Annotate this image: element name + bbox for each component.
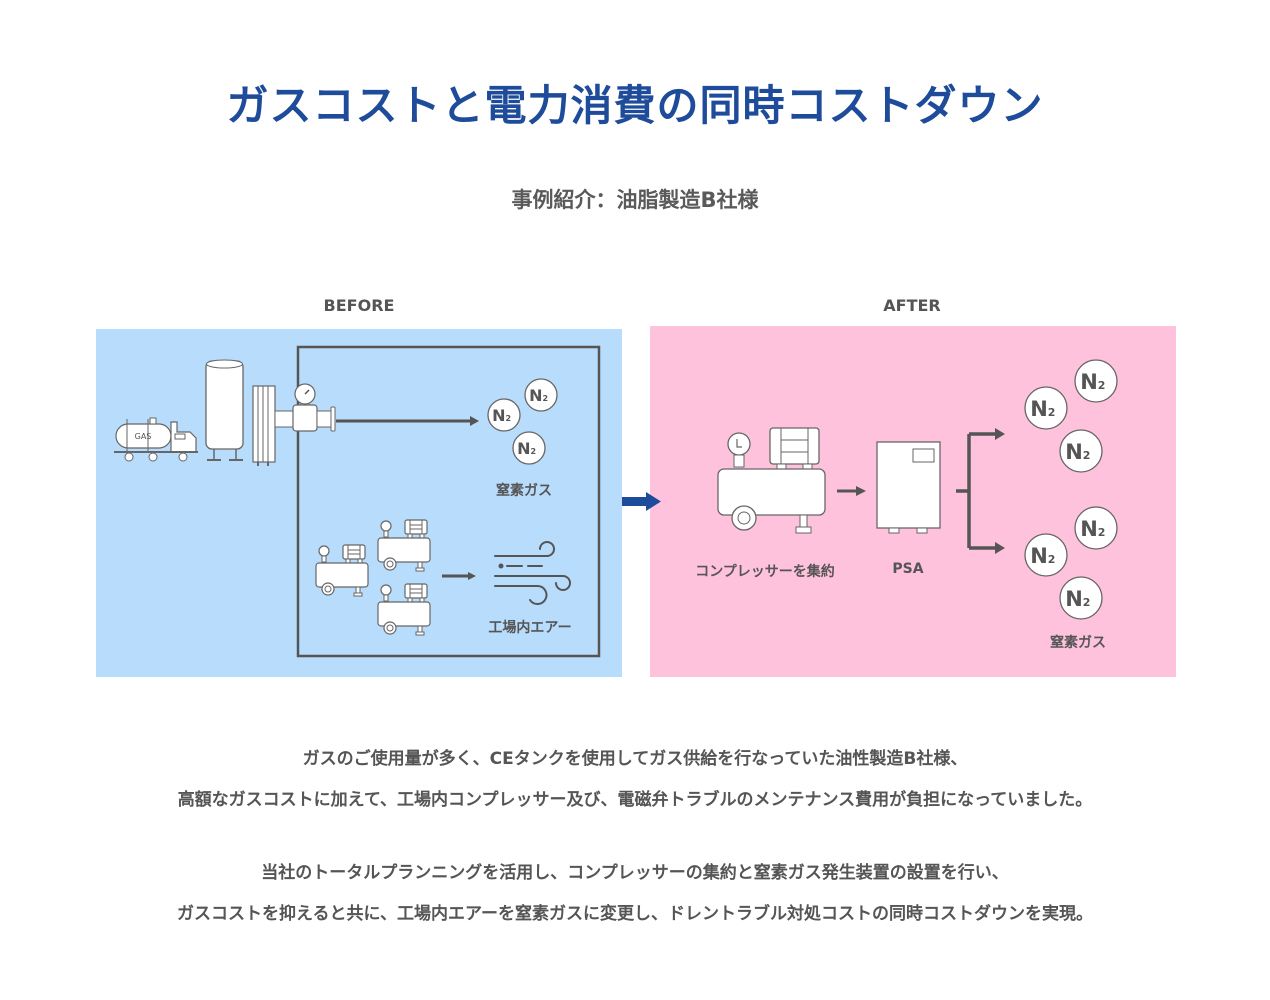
description-p2-line2: ガスコストを抑えると共に、工場内エアーを窒素ガスに変更し、ドレントラブル対処コス… [177, 904, 1093, 924]
branch-arrows [956, 432, 996, 550]
molecule-symbol: N2 [1030, 544, 1055, 568]
truck-label: GAS [135, 432, 152, 441]
molecule-symbol: N2 [1080, 370, 1105, 394]
nitrogen-molecule-icon: N2 [1024, 386, 1068, 430]
nitrogen-molecule-icon: N2 [1074, 359, 1118, 403]
nitrogen-gas-caption-after: 窒素ガス [1050, 635, 1106, 651]
nitrogen-molecule-icon: N2 [524, 378, 558, 412]
before-to-after-arrow [622, 492, 661, 511]
nitrogen-molecule-icon: N2 [1074, 506, 1118, 550]
nitrogen-molecule-icon: N2 [1059, 576, 1103, 620]
before-system-frame [296, 345, 601, 658]
gas-truck-icon [114, 417, 198, 462]
case-study-subtitle: 事例紹介：油脂製造B社様 [511, 188, 759, 212]
factory-air-caption: 工場内エアー [488, 620, 572, 636]
compressor-consolidation-caption: コンプレッサーを集約 [695, 564, 835, 580]
vaporizer-icon [252, 385, 276, 466]
nitrogen-molecule-icon: N2 [1059, 429, 1103, 473]
description-p1-line1: ガスのご使用量が多く、CEタンクを使用してガス供給を行なっていた油性製造B社様、 [302, 749, 968, 769]
nitrogen-molecule-icon: N2 [1024, 533, 1068, 577]
air-wind-icon [494, 541, 571, 605]
before-label: BEFORE [323, 296, 395, 315]
nitrogen-molecule-icon: N2 [487, 398, 521, 432]
nitrogen-molecule-icon: N2 [512, 431, 546, 465]
storage-tank-icon [205, 359, 244, 461]
description-p2-line1: 当社のトータルプランニングを活用し、コンプレッサーの集約と窒素ガス発生装置の設置… [261, 863, 1009, 883]
pressure-gauge-valve-icon [274, 383, 336, 432]
compressor-group-before-icon [315, 519, 431, 636]
consolidated-compressor-icon [717, 427, 826, 534]
psa-caption: PSA [892, 561, 924, 577]
after-label: AFTER [883, 296, 941, 315]
nitrogen-gas-caption-before: 窒素ガス [496, 483, 552, 499]
psa-unit-icon [876, 441, 941, 534]
description-p1-line2: 高額なガスコストに加えて、工場内コンプレッサー及び、電磁弁トラブルのメンテナンス… [177, 790, 1093, 810]
page-title: ガスコストと電力消費の同時コストダウン [226, 81, 1044, 130]
